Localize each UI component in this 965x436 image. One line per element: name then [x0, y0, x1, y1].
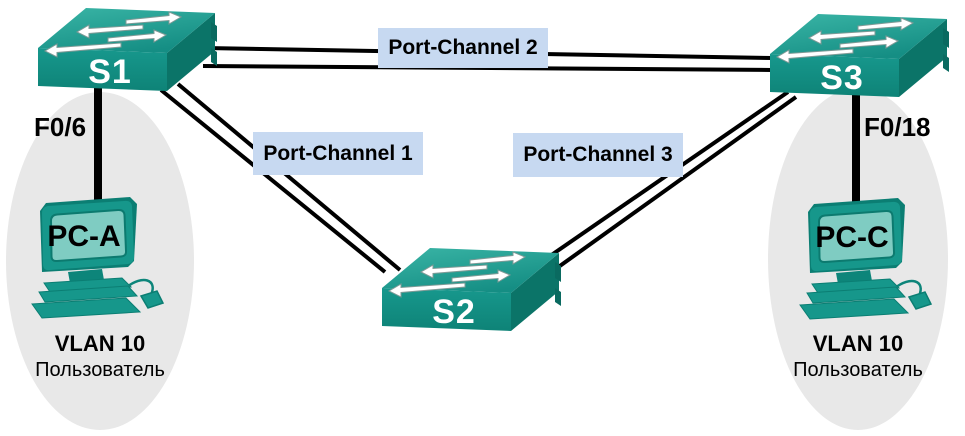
zone-caption-right: Пользователь [793, 359, 923, 381]
vlan-label-left: VLAN 10 [54, 331, 146, 356]
port-channel-1-link-line-1 [176, 82, 402, 272]
switch-s1-label: S1 [88, 52, 132, 91]
interface-label-f0-6: F0/6 [34, 112, 87, 142]
switch-s1: S1 [35, 8, 217, 96]
switch-s3-label: S3 [820, 58, 864, 97]
host-pc-a-label: PC-A [47, 220, 121, 253]
host-pc-c: PC-C [798, 196, 933, 321]
port-channel-1-label: Port-Channel 1 [253, 132, 423, 175]
zone-caption-left: Пользователь [35, 359, 165, 381]
port-channel-1-link-line-2 [159, 88, 387, 274]
host-pc-a: PC-A [30, 195, 165, 320]
switch-s3: S3 [767, 14, 949, 102]
vlan-label-right: VLAN 10 [812, 331, 904, 356]
host-pc-c-label: PC-C [815, 221, 889, 254]
port-channel-2-label: Port-Channel 2 [378, 28, 548, 68]
port-channel-3-label: Port-Channel 3 [513, 133, 683, 177]
port-channel-2-link-line-2 [202, 64, 773, 72]
port-channel-3-link-line-2 [555, 95, 798, 270]
interface-label-f0-18: F0/18 [864, 112, 931, 142]
switch-s2: S2 [379, 248, 561, 336]
switch-s2-label: S2 [432, 292, 476, 331]
